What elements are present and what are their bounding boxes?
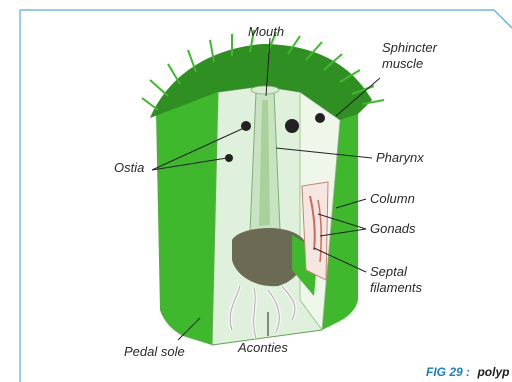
mouth-opening bbox=[251, 86, 279, 94]
polyp-illustration bbox=[142, 30, 384, 345]
label-column: Column bbox=[370, 191, 415, 206]
label-septal-line1: Septal bbox=[370, 264, 408, 279]
label-aconties: Aconties bbox=[237, 340, 288, 355]
label-gonads: Gonads bbox=[370, 221, 416, 236]
figure-caption: FIG 29 : polyp bbox=[426, 363, 509, 380]
label-septal-line2: filaments bbox=[370, 280, 423, 295]
label-pharynx: Pharynx bbox=[376, 150, 424, 165]
label-mouth: Mouth bbox=[248, 24, 284, 39]
label-sphincter-line1: Sphincter bbox=[382, 40, 438, 55]
label-pedal-sole: Pedal sole bbox=[124, 344, 185, 359]
caption-text: polyp bbox=[476, 365, 509, 379]
ostium-hole-3 bbox=[285, 119, 299, 133]
label-ostia: Ostia bbox=[114, 160, 144, 175]
ostium-hole-1 bbox=[241, 121, 251, 131]
label-sphincter-line2: muscle bbox=[382, 56, 423, 71]
caption-fig-label: FIG 29 : bbox=[426, 365, 470, 379]
outer-wall-left bbox=[156, 92, 218, 345]
ostium-hole-4 bbox=[315, 113, 325, 123]
